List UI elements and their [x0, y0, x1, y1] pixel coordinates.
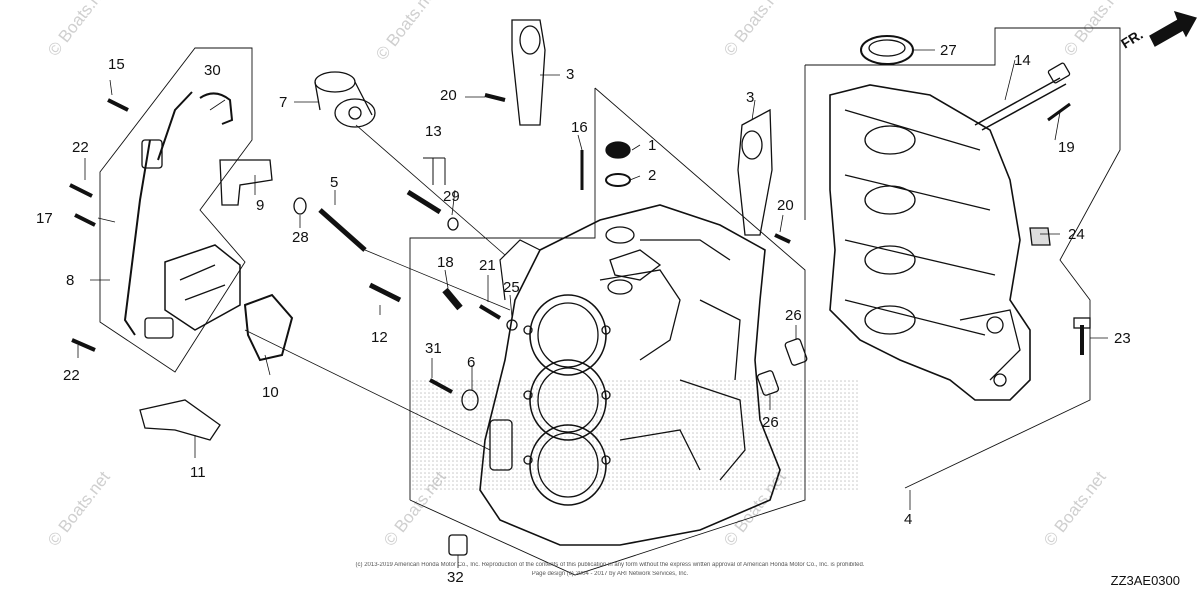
callout-25: 25 [503, 279, 520, 296]
callout-24: 24 [1068, 226, 1085, 243]
callout-28: 28 [292, 229, 309, 246]
callout-16: 16 [571, 119, 588, 136]
callout-4: 4 [904, 511, 913, 528]
callout-21: 21 [479, 257, 496, 274]
callout-13: 13 [425, 123, 442, 140]
callout-29: 29 [443, 188, 460, 205]
stipple-watermark [410, 380, 860, 490]
callout-11: 11 [190, 464, 206, 481]
callout-15: 15 [108, 56, 125, 73]
ignition-module [164, 244, 241, 331]
oil-seal [860, 35, 914, 65]
callout-6: 6 [467, 354, 476, 371]
callout-10: 10 [262, 384, 279, 401]
callout-14: 14 [1014, 52, 1031, 69]
callout-22: 22 [63, 367, 80, 384]
callout-8: 8 [66, 272, 75, 289]
callout-3: 3 [746, 89, 755, 106]
callout-20: 20 [440, 87, 457, 104]
callout-26: 26 [762, 414, 779, 431]
gasket [243, 293, 294, 362]
diagram-code: ZZ3AE0300 [1110, 573, 1180, 588]
callout-18: 18 [437, 254, 454, 271]
callout-32: 32 [447, 569, 464, 586]
anode-upper [511, 19, 546, 126]
callout-9: 9 [256, 197, 265, 214]
crankcase [829, 84, 1031, 401]
callout-20: 20 [777, 197, 794, 214]
callout-1: 1 [648, 137, 657, 154]
callout-31: 31 [425, 340, 442, 357]
front-arrow-icon [1149, 11, 1197, 47]
callout-19: 19 [1058, 139, 1075, 156]
callout-2: 2 [648, 167, 657, 184]
callout-7: 7 [279, 94, 288, 111]
page-design-credit: Page design (c) 2004 - 2017 by ARI Netwo… [531, 571, 689, 577]
callout-30: 30 [204, 62, 221, 79]
callout-26: 26 [785, 307, 802, 324]
anode-lower [737, 108, 773, 236]
callout-3: 3 [566, 66, 575, 83]
oil-filter [314, 71, 376, 128]
callout-17: 17 [36, 210, 53, 227]
copyright-notice: (c) 2013-2019 American Honda Motor Co., … [355, 562, 865, 568]
callout-12: 12 [371, 329, 388, 346]
callout-5: 5 [330, 174, 339, 191]
callout-23: 23 [1114, 330, 1131, 347]
cylinder-block [479, 204, 781, 546]
harness-group-outline [99, 47, 253, 373]
callout-27: 27 [940, 42, 957, 59]
callout-22: 22 [72, 139, 89, 156]
